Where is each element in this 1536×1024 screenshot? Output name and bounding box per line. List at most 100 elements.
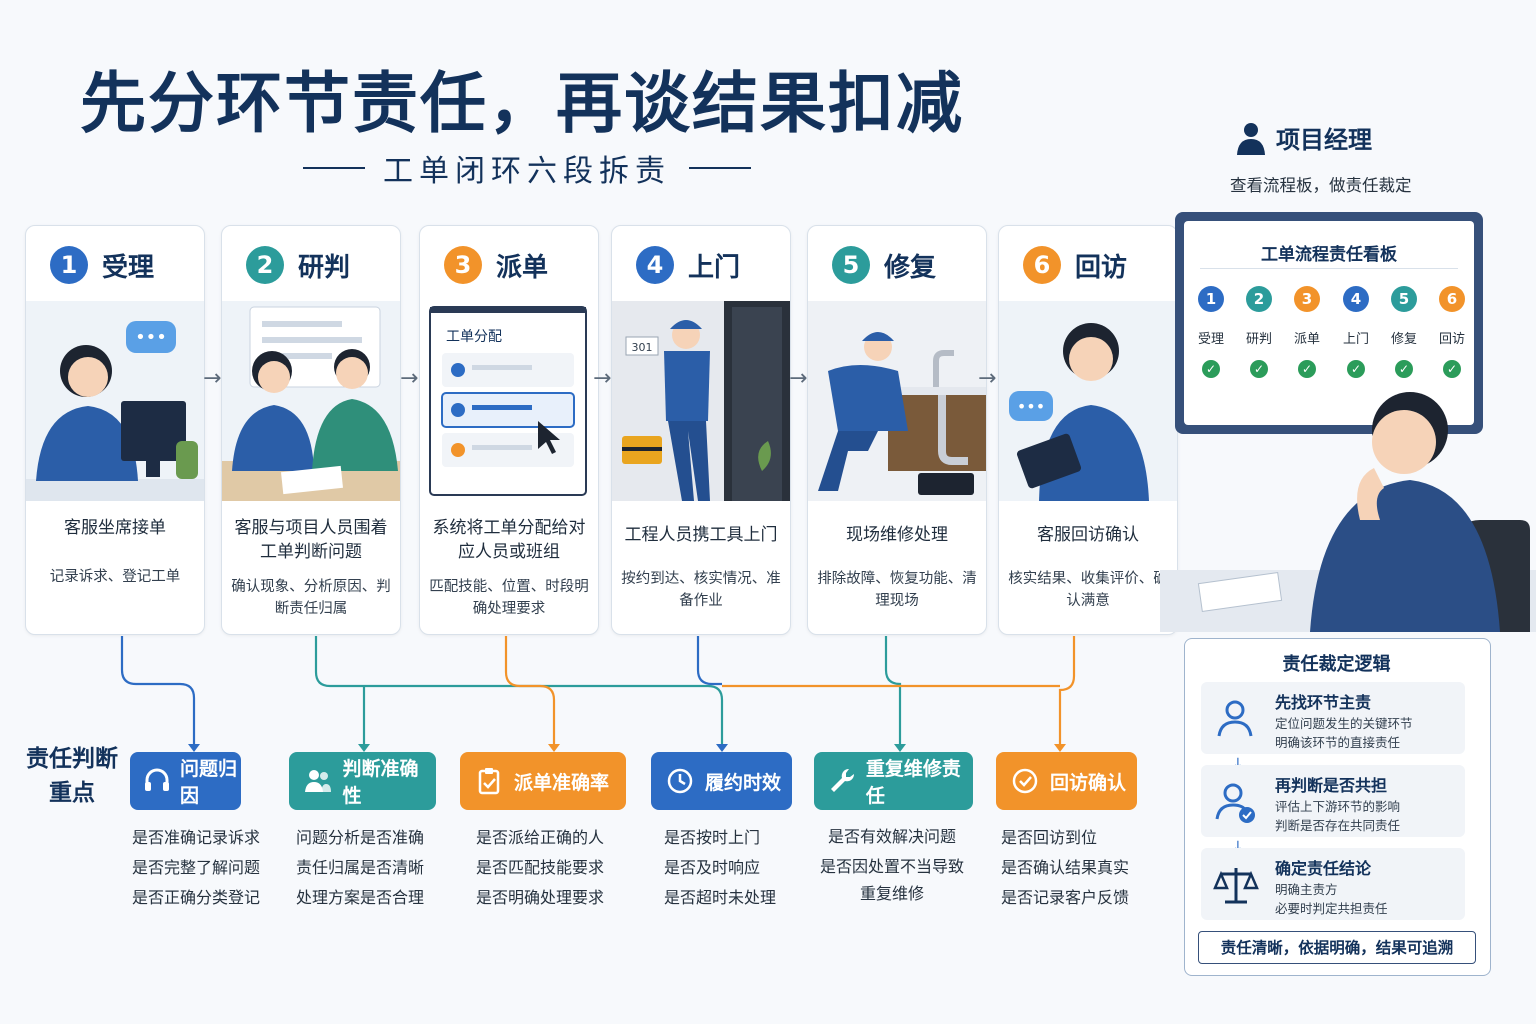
subtitle-text: 工单闭环六段拆责: [383, 154, 671, 189]
question-item: 是否及时响应: [664, 858, 761, 877]
stage-number: 1: [50, 246, 88, 284]
check-icon: ✓: [1202, 360, 1220, 378]
stage-number: 6: [1023, 246, 1061, 284]
search-person-icon: [1217, 700, 1253, 737]
board-stage-number: 5: [1391, 286, 1417, 312]
stage-name: 回访: [1075, 252, 1128, 283]
question-item: 是否准确记录诉求: [132, 828, 261, 847]
stage-description: 客服与项目人员围着工单判断问题: [234, 518, 388, 562]
question-item: 是否派给正确的人: [476, 828, 605, 847]
question-list: 是否按时上门 是否及时响应 是否超时未处理: [664, 823, 776, 913]
stage-detail: 按约到达、核实情况、准备作业: [621, 571, 781, 609]
technician-repairing-illustration: [808, 301, 986, 501]
question-list: 是否准确记录诉求 是否完整了解问题 是否正确分类登记: [132, 823, 260, 913]
board-stage-number: 3: [1294, 286, 1320, 312]
page-subtitle: 工单闭环六段拆责: [285, 146, 769, 190]
logic-step-primary-responsibility: 先找环节主责 定位问题发生的关键环节明确该环节的直接责任: [1201, 682, 1465, 754]
flow-arrow: →: [400, 366, 419, 391]
board-stage-label: 上门: [1342, 332, 1369, 347]
badge-judgement-accuracy: 判断准确性: [289, 752, 436, 810]
agent-with-tablet-illustration: •••: [999, 301, 1177, 501]
question-item: 处理方案是否合理: [296, 888, 425, 907]
stage-detail: 排除故障、恢复功能、清理现场: [817, 571, 977, 609]
question-item: 是否记录客户反馈: [1001, 888, 1130, 907]
judgement-label-line: 责任判断: [26, 746, 118, 772]
flow-arrow: →: [978, 366, 997, 391]
stage-name: 派单: [496, 252, 549, 283]
stage-name: 研判: [298, 252, 351, 283]
board-stage-number: 6: [1439, 286, 1465, 312]
question-list: 是否回访到位 是否确认结果真实 是否记录客户反馈: [1001, 823, 1129, 913]
badge-dispatch-accuracy: 派单准确率: [460, 752, 626, 810]
question-item: 是否回访到位: [1001, 828, 1098, 847]
door-number: 301: [632, 341, 653, 354]
badge-label: 判断准确性: [342, 758, 419, 807]
dispatch-panel-title: 工单分配: [446, 329, 502, 345]
logic-title: 责任裁定逻辑: [1282, 654, 1391, 675]
badge-follow-up: 回访确认: [996, 752, 1137, 810]
badge-label: 回访确认: [1050, 771, 1127, 794]
board-stage-number: 2: [1246, 286, 1272, 312]
stage-description: 现场维修处理: [846, 525, 948, 545]
logic-step-line: 必要时判定共担责任: [1275, 901, 1388, 916]
board-stage-label: 修复: [1390, 332, 1417, 347]
scale-icon: [1213, 868, 1259, 904]
team-discussion-illustration: [222, 301, 400, 501]
agent-at-computer-illustration: •••: [26, 301, 204, 501]
stage-number: 5: [832, 246, 870, 284]
question-list: 是否有效解决问题 是否因处置不当导致 重复维修: [817, 823, 967, 907]
flow-arrow: →: [789, 366, 808, 391]
flow-arrow: →: [203, 366, 222, 391]
question-item: 是否因处置不当导致: [819, 857, 964, 876]
manager-title-text: 项目经理: [1276, 126, 1372, 154]
question-list: 问题分析是否准确 责任归属是否清晰 处理方案是否合理: [296, 823, 424, 913]
badge-problem-cause: 问题归因: [130, 752, 241, 810]
stage-name: 受理: [102, 252, 155, 283]
svg-text:•••: •••: [135, 327, 167, 348]
logic-step-desc: 明确主责方必要时判定共担责任: [1275, 880, 1388, 918]
question-item: 是否明确处理要求: [476, 888, 605, 907]
divider: [303, 167, 365, 169]
question-item: 是否按时上门: [664, 828, 761, 847]
logic-step-line: 评估上下游环节的影响: [1275, 799, 1401, 814]
stage-description: 工程人员携工具上门: [624, 525, 778, 545]
question-item: 是否完整了解问题: [132, 858, 261, 877]
stage-number: 2: [246, 246, 284, 284]
flow-arrow: →: [593, 366, 612, 391]
technician-at-door-illustration: 301: [612, 301, 790, 501]
logic-step-desc: 定位问题发生的关键环节明确该环节的直接责任: [1275, 714, 1413, 752]
stage-name: 上门: [688, 252, 741, 283]
check-circle-icon: [1008, 764, 1042, 798]
logic-step-title: 先找环节主责: [1275, 693, 1372, 712]
dispatch-screen-illustration: 工单分配: [429, 306, 587, 496]
badge-label: 派单准确率: [514, 771, 610, 794]
logic-step-title: 再判断是否共担: [1275, 776, 1388, 795]
headset-icon: [142, 764, 172, 798]
check-icon: ✓: [1298, 360, 1316, 378]
board-title: 工单流程责任看板: [1261, 245, 1397, 265]
stage-detail: 记录诉求、登记工单: [49, 569, 181, 585]
question-list: 是否派给正确的人 是否匹配技能要求 是否明确处理要求: [476, 823, 604, 913]
judgement-label: 责任判断 重点: [24, 742, 120, 810]
down-arrow-icon: ↓: [1232, 756, 1244, 772]
stage-detail: 核实结果、收集评价、确认满意: [1008, 571, 1168, 609]
logic-step-line: 明确主责方: [1275, 882, 1338, 897]
question-item: 是否匹配技能要求: [476, 858, 605, 877]
question-item: 是否有效解决问题: [827, 827, 956, 846]
logic-step-title: 确定责任结论: [1275, 859, 1372, 878]
clock-icon: [663, 764, 697, 798]
board-stage-number: 4: [1343, 286, 1369, 312]
question-item: 责任归属是否清晰: [296, 858, 425, 877]
clipboard-check-icon: [472, 764, 506, 798]
question-item: 是否正确分类登记: [132, 888, 261, 907]
logic-step-desc: 评估上下游环节的影响判断是否存在共同责任: [1275, 797, 1400, 835]
responsibility-board-screen: [1184, 221, 1474, 425]
board-stage-label: 派单: [1293, 332, 1320, 347]
manager-illustration: [1160, 392, 1536, 632]
